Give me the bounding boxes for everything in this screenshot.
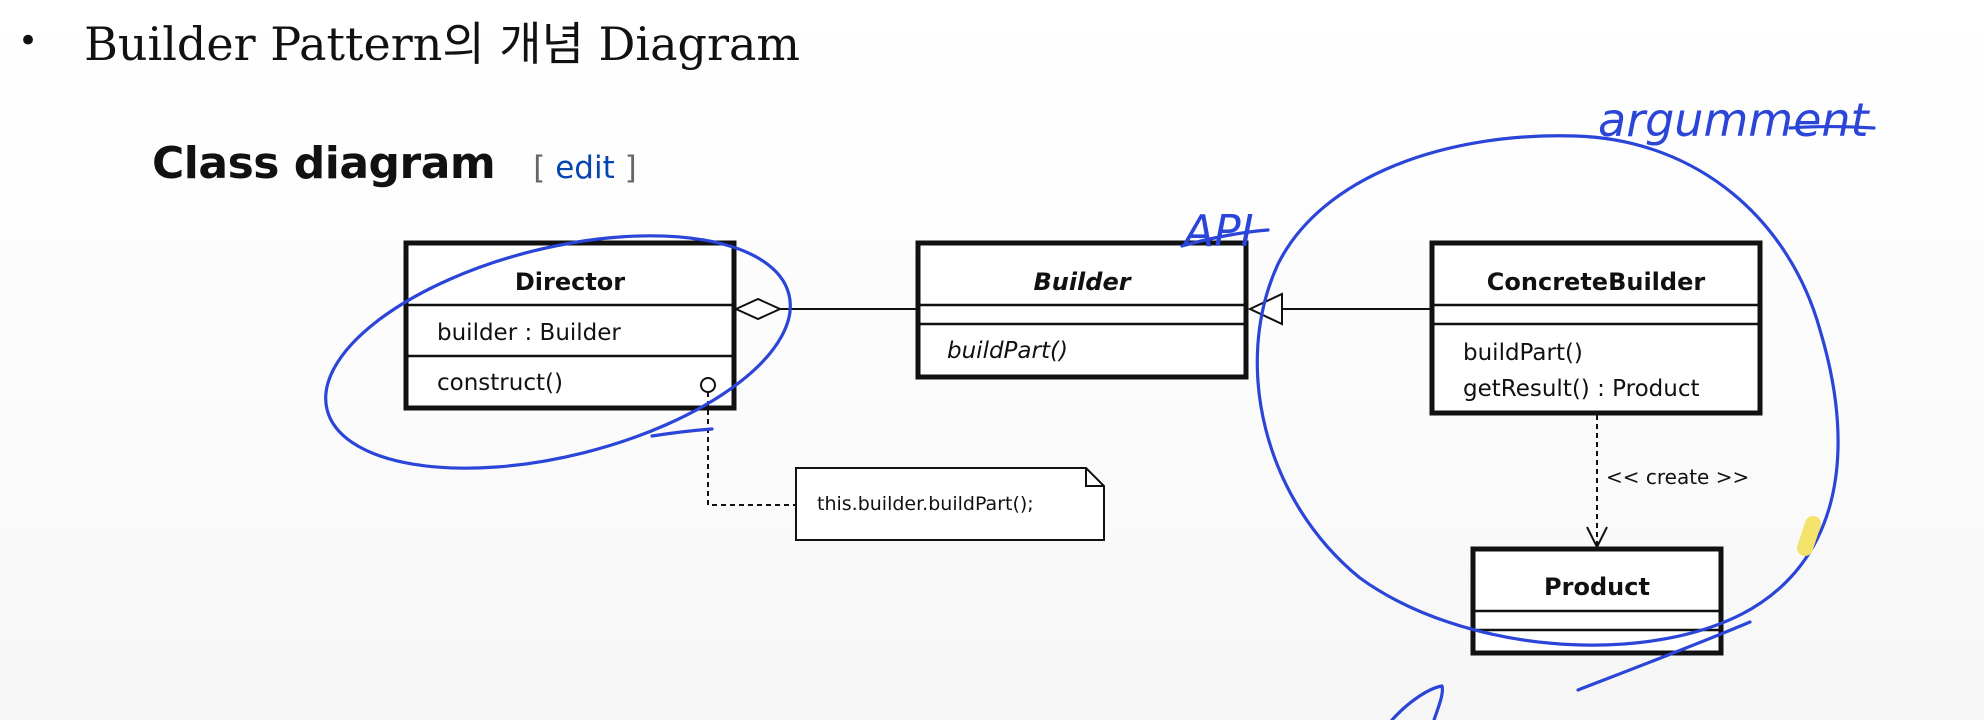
- note-anchor-icon: [700, 377, 716, 393]
- note-text: this.builder.buildPart();: [817, 493, 1034, 515]
- aggregation-diamond-icon: [733, 297, 783, 321]
- argument-tail-stroke: [1788, 124, 1876, 130]
- api-underline-stroke: [1180, 228, 1270, 248]
- section-heading: Class diagram [ edit ]: [152, 138, 637, 189]
- class-product[interactable]: Product: [1470, 546, 1724, 656]
- class-product-name: Product: [1544, 573, 1650, 601]
- slide-heading: • Builder Pattern의 개념 Diagram: [18, 6, 800, 76]
- create-stereotype-label: << create >>: [1606, 465, 1749, 489]
- edit-bracket-close: ]: [614, 150, 637, 186]
- edit-link[interactable]: edit: [555, 150, 615, 186]
- argument-annotation: argumment: [1598, 93, 1871, 147]
- director-circle-tail: [650, 427, 714, 438]
- director-circle-annotation: [324, 234, 792, 470]
- circle-tail-stroke: [1576, 620, 1752, 692]
- note: this.builder.buildPart();: [707, 392, 1105, 541]
- open-arrow-icon: [1586, 526, 1608, 550]
- class-builder-name: Builder: [1033, 268, 1132, 296]
- edit-bracket-open: [: [533, 150, 556, 186]
- class-director-attribute: builder : Builder: [437, 320, 621, 346]
- class-builder[interactable]: Builder buildPart(): [915, 240, 1249, 380]
- handwritten-annotations: API argumment: [324, 93, 1876, 720]
- section-title: Class diagram: [152, 138, 496, 189]
- highlighter-mark: [1797, 516, 1821, 556]
- generalization-connector: [1247, 292, 1432, 326]
- class-concrete-builder-name: ConcreteBuilder: [1487, 268, 1706, 296]
- partial-ink-stroke: [1390, 684, 1444, 720]
- create-dependency-connector: << create >>: [1586, 415, 1749, 550]
- class-concrete-builder[interactable]: ConcreteBuilder buildPart() getResult() …: [1429, 240, 1763, 416]
- concrete-side-circle-annotation: [1255, 134, 1840, 647]
- class-director[interactable]: Director builder : Builder construct(): [403, 240, 737, 411]
- class-builder-operation: buildPart(): [947, 338, 1068, 364]
- bullet-icon: •: [18, 21, 39, 61]
- aggregation-connector: [733, 297, 918, 321]
- class-concrete-builder-operation-1: buildPart(): [1463, 340, 1583, 366]
- slide-title: Builder Pattern의 개념 Diagram: [84, 17, 801, 71]
- note-fold-icon: [1085, 468, 1104, 487]
- class-director-name: Director: [515, 268, 625, 296]
- edit-wrapper: [ edit ]: [533, 150, 636, 186]
- class-director-operation: construct(): [437, 370, 563, 396]
- class-concrete-builder-operation-2: getResult() : Product: [1463, 376, 1699, 402]
